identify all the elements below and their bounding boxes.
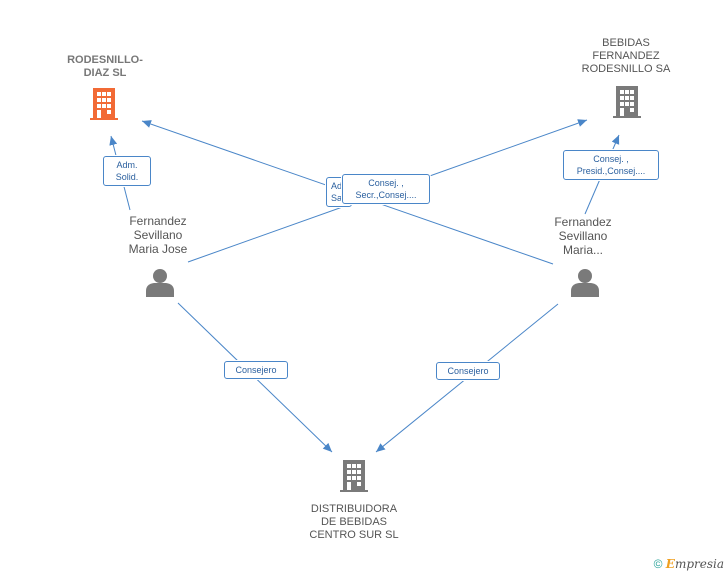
edge-label-consejero-left[interactable]: Consejero [224,361,288,379]
building-icon-rodesnillo[interactable] [90,88,118,120]
building-icon-bebidas[interactable] [613,86,641,118]
person-label-maria[interactable]: Fernandez Sevillano Maria... [554,215,612,257]
edge-label-consej-secr[interactable]: Consej. , Secr.,Consej.... [342,174,430,204]
copyright-icon: © [653,557,663,571]
company-label-distribuidora[interactable]: DISTRIBUIDORA DE BEBIDAS CENTRO SUR SL [309,503,399,541]
company-label-rodesnillo[interactable]: RODESNILLO- DIAZ SL [67,54,143,79]
company-label-bebidas[interactable]: BEBIDAS FERNANDEZ RODESNILLO SA [581,37,671,75]
edges [109,119,620,453]
person-icon-maria-jose[interactable] [146,269,174,297]
brand-logo: Empresia [665,557,724,571]
edge-label-adm-solid[interactable]: Adm. Solid. [103,156,151,186]
person-icon-maria[interactable] [571,269,599,297]
empresia-watermark[interactable]: © Empresia [654,557,724,571]
person-label-maria-jose[interactable]: Fernandez Sevillano Maria Jose [128,214,188,256]
edge-label-consejero-right[interactable]: Consejero [436,362,500,380]
building-icon-distribuidora[interactable] [340,460,368,492]
edge-label-consej-presid[interactable]: Consej. , Presid.,Consej.... [563,150,659,180]
